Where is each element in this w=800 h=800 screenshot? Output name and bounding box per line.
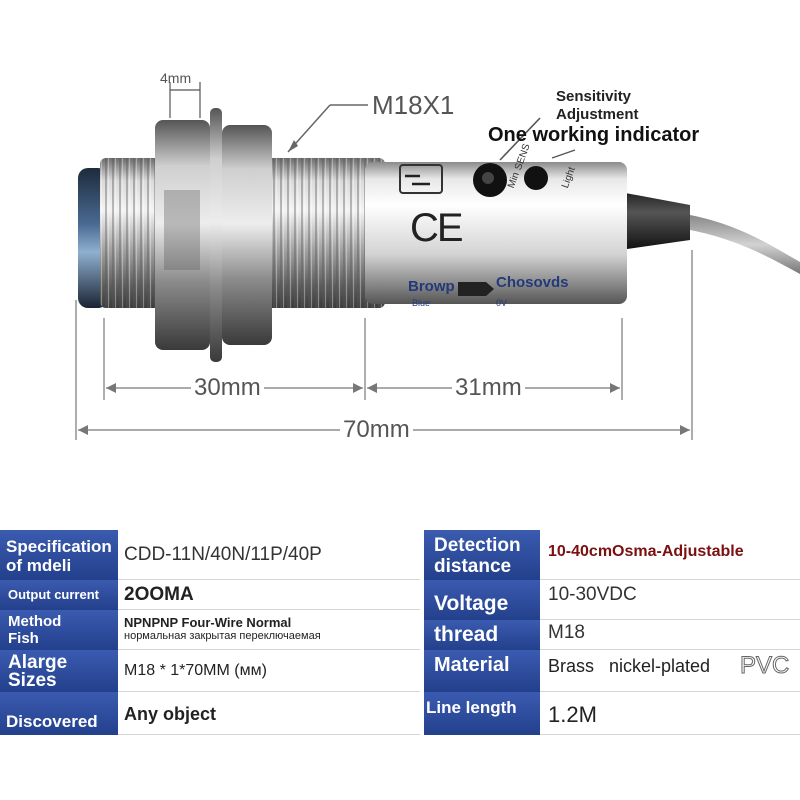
spec-detection-value: 10-40cmOsma-Adjustable [548, 543, 744, 560]
spec-discovered-label: Discovered [6, 712, 98, 731]
spec-output-current-value: 2OOMA [124, 584, 194, 605]
thread-width-label: 4mm [160, 70, 192, 86]
spec-voltage-label: Voltage [434, 592, 509, 615]
spec-label-cell: Material [424, 650, 540, 692]
spec-thread-value: M18 [548, 622, 585, 643]
spec-value-cell: CDD-11N/40N/11P/40P [118, 530, 420, 580]
spec-label-cell: Discovered [0, 692, 118, 735]
spec-model-value: CDD-11N/40N/11P/40P [124, 544, 322, 565]
working-indicator-label: One working indicator [488, 124, 700, 146]
spec-label-cell: Alarge Sizes [0, 650, 118, 692]
cable-gland [620, 192, 690, 250]
spec-table: Specification of mdeli Output current Me… [0, 530, 800, 735]
spec-thread-label: thread [434, 623, 499, 646]
spec-value-cell: M18 * 1*70MM (мм) [118, 650, 420, 692]
sensor-body [365, 162, 627, 304]
spec-material-value: Brass nickel-plated [548, 656, 711, 676]
spec-label-cell: thread [424, 620, 540, 650]
spec-label-cell: Line length [424, 692, 540, 735]
spec-label-cell: Output current [0, 580, 118, 610]
spec-value-cell: Brass nickel-plated PVC [540, 650, 800, 692]
dim-31mm-label: 31mm [452, 376, 525, 400]
spec-value-cell: 1.2M [540, 692, 800, 735]
spec-value-cell: NPNPNP Four-Wire Normal нормальная закры… [118, 610, 420, 650]
dim-30mm-label: 30mm [191, 376, 264, 400]
spec-method-value: NPNPNP Four-Wire Normal [124, 615, 292, 630]
spec-size-label: Alarge Sizes [8, 652, 68, 691]
wire-brown-label: Browp [408, 278, 455, 295]
spec-output-current-label: Output current [8, 587, 99, 602]
product-diagram: 4mm M18X1 Sensitivity Adjustment One wor… [75, 70, 800, 442]
spec-method-value-ru: нормальная закрытая переключаемая [124, 630, 321, 642]
spec-label-cell: Detection distance [424, 530, 540, 580]
spec-voltage-value: 10-30VDC [548, 584, 637, 605]
spec-value-cell: M18 [540, 620, 800, 650]
spec-size-value: M18 * 1*70MM (мм) [124, 662, 267, 679]
direction-label-box [399, 164, 443, 194]
spec-model-label: Specification of mdeli [6, 537, 112, 575]
spec-discovered-value: Any object [124, 704, 217, 724]
sensor-illustration [75, 82, 800, 440]
thread-spec-label: M18X1 [372, 90, 455, 120]
wire-arrow-icon [458, 282, 494, 296]
spec-label-cell: Method Fish [0, 610, 118, 650]
spec-detection-label: Detection distance [434, 535, 521, 577]
spec-label-cell: Voltage [424, 580, 540, 620]
spec-value-cell: 2OOMA [118, 580, 420, 610]
wire-volt-label: 0V [496, 298, 508, 308]
washer [210, 108, 222, 362]
lock-nut [222, 125, 272, 345]
wire-blue-label: Blue [412, 298, 431, 308]
spec-value-cell: 10-30VDC [540, 580, 800, 620]
spec-material-value-pvc: PVC [739, 652, 790, 680]
cable [690, 215, 800, 274]
indicator-led-icon [524, 166, 548, 190]
wire-output-label: Chosovds [496, 274, 569, 291]
spec-line-length-value: 1.2M [548, 702, 597, 727]
mounting-nut [155, 120, 210, 350]
spec-value-cell: 10-40cmOsma-Adjustable [540, 530, 800, 580]
spec-label-cell: Specification of mdeli [0, 530, 118, 580]
spec-method-label: Method Fish [8, 613, 62, 647]
spec-material-label: Material [434, 654, 510, 676]
spec-line-length-label: Line length [426, 698, 517, 717]
ce-mark: CE [410, 206, 464, 250]
dim-70mm-label: 70mm [340, 418, 413, 442]
spec-value-cell: Any object [118, 692, 420, 735]
indicator-pointer-line [499, 117, 541, 161]
sensitivity-adjustment-label: Sensitivity Adjustment [556, 88, 639, 123]
